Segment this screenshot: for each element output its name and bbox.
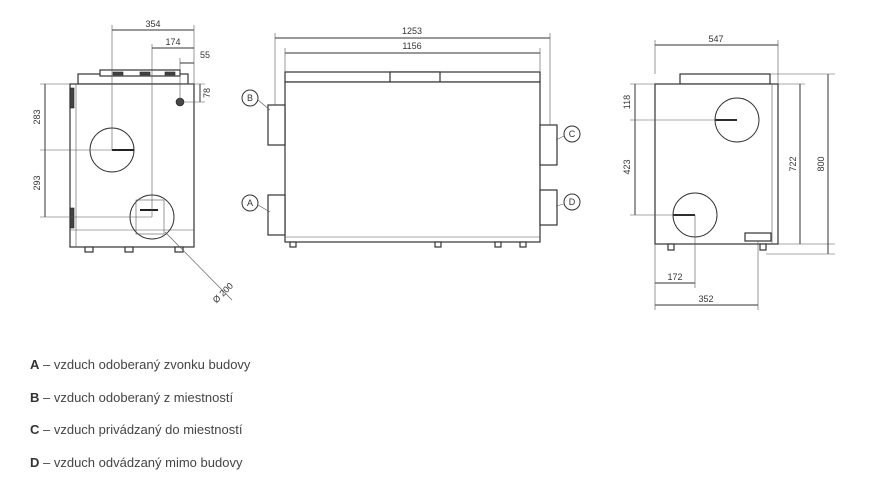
front-view: 1253 1156 B A C D [242, 26, 580, 247]
legend-text: – vzduch odoberaný zvonku budovy [39, 357, 250, 372]
right-side-view: 547 118 423 722 800 172 352 [622, 34, 835, 310]
dim-293: 293 [32, 175, 42, 190]
legend-letter: B [30, 390, 39, 405]
legend-text: – vzduch odvádzaný mimo budovy [39, 455, 242, 470]
port-label-c: C [569, 129, 576, 139]
port-label-b: B [247, 93, 253, 103]
dim-1156: 1156 [402, 41, 421, 51]
port-label-a: A [247, 198, 253, 208]
dim-800: 800 [816, 156, 826, 171]
dim-55: 55 [200, 50, 210, 60]
legend-letter: D [30, 455, 39, 470]
legend-item-c: C – vzduch privádzaný do miestností [30, 420, 250, 453]
legend-text: – vzduch odoberaný z miestností [39, 390, 233, 405]
dim-118: 118 [622, 95, 632, 109]
left-side-view: 354 174 55 78 283 293 Ø 200 [32, 19, 235, 305]
dim-547: 547 [708, 34, 723, 44]
dim-423: 423 [622, 159, 632, 174]
dim-354: 354 [145, 19, 160, 29]
legend-text: – vzduch privádzaný do miestností [39, 422, 242, 437]
legend-letter: C [30, 422, 39, 437]
port-label-d: D [569, 197, 576, 207]
dim-172: 172 [667, 272, 682, 282]
technical-drawing: 354 174 55 78 283 293 Ø 200 1253 1156 B [0, 0, 870, 330]
dim-diameter-200: Ø 200 [211, 281, 235, 305]
legend-item-d: D – vzduch odvádzaný mimo budovy [30, 453, 250, 485]
dim-722: 722 [788, 156, 798, 171]
dim-174: 174 [165, 37, 180, 47]
legend-letter: A [30, 357, 39, 372]
dim-283: 283 [32, 109, 42, 124]
legend: A – vzduch odoberaný zvonku budovy B – v… [30, 355, 250, 485]
dim-1253: 1253 [402, 26, 422, 36]
legend-item-b: B – vzduch odoberaný z miestností [30, 388, 250, 421]
dim-352: 352 [698, 294, 713, 304]
dim-78: 78 [202, 88, 212, 98]
legend-item-a: A – vzduch odoberaný zvonku budovy [30, 355, 250, 388]
